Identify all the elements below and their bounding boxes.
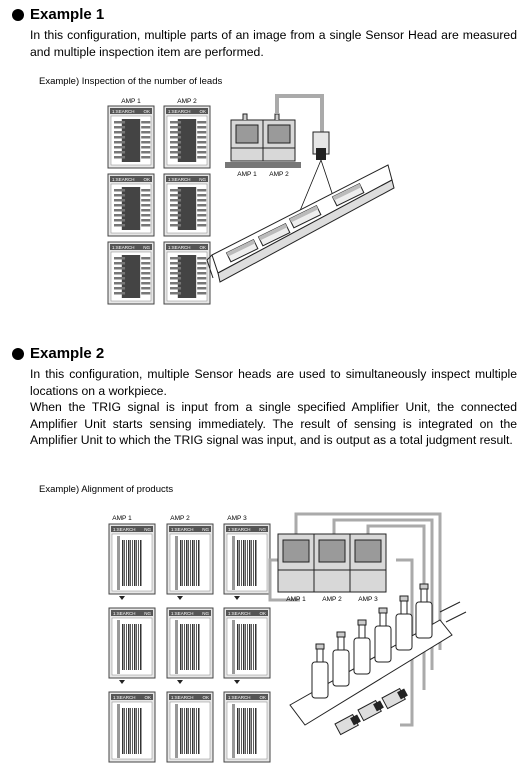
monitor-screen: 1:SEARCH OK — [108, 691, 156, 763]
ex1-unit1-label: AMP 1 — [237, 171, 257, 178]
ex2-unit1-label: AMP 1 — [286, 596, 306, 603]
screen-result: NG — [259, 527, 266, 532]
screen-result: OK — [199, 245, 206, 250]
ex1-monitor-screens: 1:SEARCH OK 1:SEARCH OK 1:SEARCH OK 1:SEARCH NG… — [107, 105, 211, 305]
monitor-screen: 1:SEARCH OK — [163, 241, 211, 305]
screen-mode: 1:SEARCH — [113, 695, 136, 700]
example2-text-1: In this configuration, multiple Sensor h… — [30, 367, 517, 398]
example1-title: Example 1 — [30, 6, 105, 23]
ex1-amp1-col-label: AMP 1 — [121, 98, 141, 105]
monitor-screen: 1:SEARCH OK — [223, 607, 271, 679]
screen-mode: 1:SEARCH — [228, 695, 251, 700]
screen-mode: 1:SEARCH — [113, 527, 136, 532]
ex2-unit2-label: AMP 2 — [322, 596, 342, 603]
monitor-screen: 1:SEARCH OK — [163, 105, 211, 169]
bullet-icon — [12, 347, 24, 360]
screen-mode: 1:SEARCH — [112, 177, 135, 182]
example2-caption: Example) Alignment of products — [39, 484, 174, 495]
example1-caption: Example) Inspection of the number of lea… — [39, 76, 223, 87]
monitor-screen: 1:SEARCH OK — [166, 691, 214, 763]
screen-result: NG — [202, 611, 209, 616]
example1-text: In this configuration, multiple parts of… — [30, 28, 517, 59]
ex1-unit2-label: AMP 2 — [269, 171, 289, 178]
bottle — [311, 643, 329, 699]
ex2-unit3-label: AMP 3 — [358, 596, 378, 603]
ex2-amp2-col-label: AMP 2 — [170, 515, 190, 522]
screen-mode: 1:SEARCH — [168, 109, 191, 114]
bottle — [374, 607, 392, 663]
ex1-ic-chips — [225, 182, 365, 263]
screen-mode: 1:SEARCH — [112, 245, 135, 250]
screen-mode: 1:SEARCH — [228, 527, 251, 532]
bottle — [353, 619, 371, 675]
example2-text-2: When the TRIG signal is input from a sin… — [30, 400, 517, 447]
example1-heading: Example 1 — [12, 6, 104, 23]
example1-paragraph: In this configuration, multiple parts of… — [30, 27, 517, 60]
screen-mode: 1:SEARCH — [228, 611, 251, 616]
screen-result: NG — [144, 611, 151, 616]
ex2-amplifier-units: AMP 1 AMP 2 AMP 3 — [277, 533, 387, 603]
ex1-amplifier-units: AMP 1 AMP 2 — [225, 113, 301, 178]
monitor-screen: 1:SEARCH NG — [166, 523, 214, 595]
screen-mode: 1:SEARCH — [171, 611, 194, 616]
screen-result: OK — [199, 109, 206, 114]
screen-mode: 1:SEARCH — [168, 245, 191, 250]
screen-result: NG — [143, 245, 150, 250]
ex2-bottles — [311, 583, 433, 699]
screen-mode: 1:SEARCH — [113, 611, 136, 616]
ex2-sensor-heads — [334, 687, 408, 736]
bottle — [415, 583, 433, 639]
ex1-amp2-col-label: AMP 2 — [177, 98, 197, 105]
example2-title: Example 2 — [30, 345, 105, 362]
ex2-monitor-screens: 1:SEARCH NG 1:SEARCH NG 1:SEARCH NG 1:SEARCH NG… — [108, 523, 271, 763]
screen-mode: 1:SEARCH — [112, 109, 135, 114]
monitor-screen: 1:SEARCH NG — [107, 241, 155, 305]
screen-mode: 1:SEARCH — [168, 177, 191, 182]
screen-result: OK — [144, 695, 151, 700]
bullet-icon — [12, 8, 24, 21]
monitor-screen: 1:SEARCH OK — [107, 173, 155, 237]
monitor-screen: 1:SEARCH OK — [223, 691, 271, 763]
ex2-amp3-col-label: AMP 3 — [227, 515, 247, 522]
screen-mode: 1:SEARCH — [171, 695, 194, 700]
ex2-amp1-col-label: AMP 1 — [112, 515, 132, 522]
bottle — [332, 631, 350, 687]
screen-result: NG — [202, 527, 209, 532]
screen-result: OK — [202, 695, 209, 700]
monitor-screen: 1:SEARCH NG — [108, 523, 156, 595]
example2-paragraph: In this configuration, multiple Sensor h… — [30, 366, 517, 449]
screen-mode: 1:SEARCH — [171, 527, 194, 532]
monitor-screen: 1:SEARCH NG — [108, 607, 156, 679]
monitor-screen: 1:SEARCH OK — [107, 105, 155, 169]
screen-result: OK — [259, 611, 266, 616]
screen-result: OK — [143, 177, 150, 182]
example2-heading: Example 2 — [12, 345, 104, 362]
monitor-screen: 1:SEARCH NG — [166, 607, 214, 679]
screen-result: OK — [259, 695, 266, 700]
bottle — [395, 595, 413, 651]
screen-result: NG — [199, 177, 206, 182]
monitor-screen: 1:SEARCH NG — [163, 173, 211, 237]
screen-result: NG — [144, 527, 151, 532]
ex2-down-arrows — [119, 596, 240, 684]
monitor-screen: 1:SEARCH NG — [223, 523, 271, 595]
screen-result: OK — [143, 109, 150, 114]
